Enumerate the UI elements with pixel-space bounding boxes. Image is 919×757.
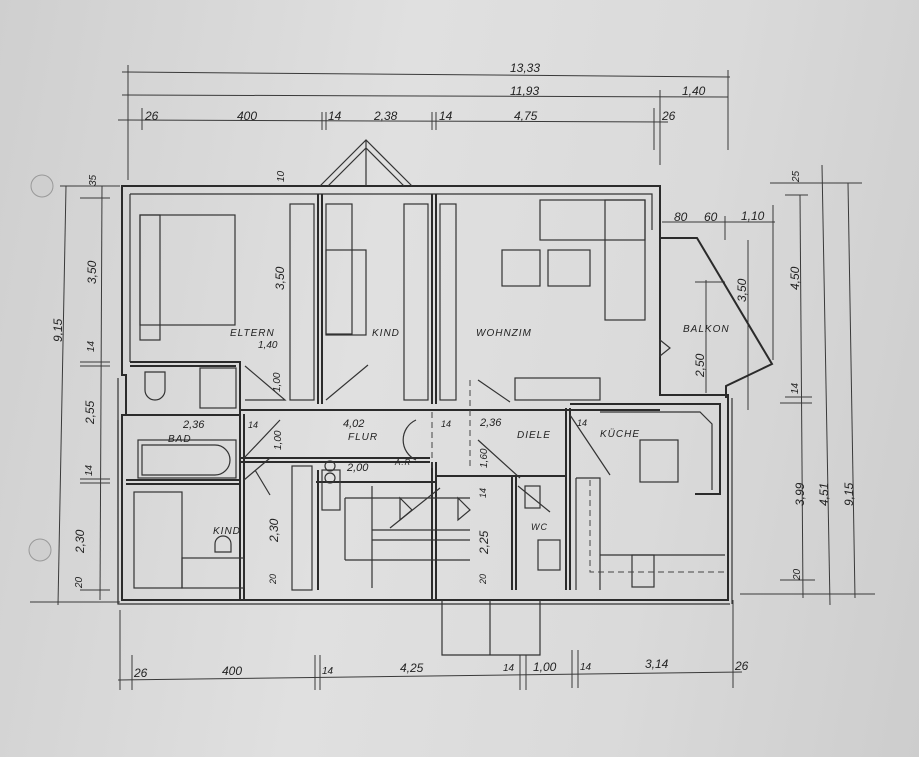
- dim-top-kind-width: 2,38: [373, 109, 398, 123]
- dim-balcony-c: 1,10: [741, 209, 765, 223]
- binder-hole-top: [30, 174, 54, 198]
- dim-top-wall-left: 26: [144, 109, 159, 123]
- dim-top-total-house: 11,93: [510, 84, 539, 98]
- dim-balcony-a: 80: [674, 210, 688, 224]
- dim-right-wall-top: 25: [791, 170, 802, 183]
- dim-right-wohn-depth: 4,50: [788, 266, 802, 290]
- dim-bottom-wc-width: 1,00: [533, 660, 557, 674]
- dim-bottom-wall-right: 26: [734, 659, 749, 673]
- balcony-door-marker: [659, 338, 671, 358]
- dim-left-bad-depth: 2,55: [83, 400, 97, 425]
- room-label-eltern: ELTERN: [230, 328, 275, 339]
- dim-left-eltern-depth: 3,50: [85, 260, 99, 284]
- room-label-flur: FLUR: [348, 432, 378, 443]
- dim-bottom-wall-1: 14: [322, 666, 334, 677]
- room-label-abstellraum: A.R: [394, 458, 411, 467]
- dim-top-window-sill: 10: [276, 170, 287, 182]
- room-label-kind-top: KIND: [372, 328, 400, 339]
- dim-int-ar-length: 2,00: [346, 462, 369, 474]
- dim-balcony-depth: 2,50: [693, 353, 707, 378]
- interior-walls: [126, 194, 721, 600]
- dim-int-wall-a: 14: [248, 420, 258, 430]
- dim-balcony-b: 60: [704, 210, 718, 224]
- right-dimension-lines: [662, 164, 875, 606]
- dim-left-kind-depth: 2,30: [73, 529, 87, 554]
- dim-bottom-wall-2: 14: [503, 663, 515, 674]
- dim-int-wall-c: 14: [577, 418, 587, 428]
- dim-int-diele-depth: 1,60: [479, 448, 490, 468]
- dim-int-flur-width: 1,00: [273, 430, 284, 450]
- room-label-diele: DIELE: [517, 430, 551, 441]
- dim-top-wall-right: 26: [661, 109, 676, 123]
- dim-left-wall-1: 14: [86, 340, 97, 352]
- dim-right-wall-bottom: 20: [792, 568, 803, 581]
- top-dimension-lines: [117, 65, 731, 180]
- dim-balcony-length: 3,50: [735, 278, 749, 302]
- dim-int-closet-depth: 1,00: [272, 372, 283, 392]
- binder-hole-bottom: [28, 538, 52, 562]
- dim-bottom-kueche-width: 3,14: [645, 657, 669, 671]
- dim-top-wall-1: 14: [328, 109, 342, 123]
- room-label-kueche: KÜCHE: [600, 428, 640, 440]
- room-label-bad: BAD: [168, 434, 192, 445]
- dim-int-wall-d: 20: [268, 574, 278, 585]
- dim-bottom-wall-left: 26: [133, 666, 148, 680]
- dim-top-eltern-width: 400: [237, 109, 257, 123]
- balcony-outline: [660, 237, 774, 398]
- dim-right-lower-total: 4,51: [817, 483, 831, 506]
- room-label-wohnzimmer: WOHNZIM: [476, 328, 532, 339]
- dim-top-wall-2: 14: [439, 109, 453, 123]
- dim-left-wall-top: 35: [88, 174, 99, 186]
- room-label-wc: WC: [531, 522, 548, 532]
- door-swings: [243, 364, 611, 513]
- left-dimension-lines: [30, 185, 120, 606]
- dim-right-total: 9,15: [842, 482, 856, 506]
- outer-walls: [117, 185, 733, 605]
- dim-int-kind-closet: 2,30: [267, 518, 281, 543]
- dim-left-wall-bottom: 20: [74, 576, 85, 589]
- bay-window: [319, 139, 413, 187]
- dim-int-kind-depth: 3,50: [273, 266, 287, 290]
- dim-bottom-wall-3: 14: [580, 662, 592, 673]
- dim-top-balcony-depth: 1,40: [682, 84, 706, 98]
- dim-top-wohn-width: 4,75: [514, 109, 538, 123]
- dim-bottom-kind-width: 400: [222, 664, 242, 678]
- dim-right-wall-mid: 14: [790, 382, 801, 394]
- dim-left-wall-2: 14: [84, 464, 95, 476]
- dim-int-stair-depth: 2,25: [477, 530, 491, 555]
- room-label-balkon: BALKON: [683, 324, 730, 335]
- dim-int-flur-length: 4,02: [343, 418, 364, 430]
- dim-int-wall-e: 20: [478, 574, 488, 585]
- dim-bottom-stair-width: 4,25: [400, 661, 424, 675]
- room-label-kind-bottom: KIND: [213, 526, 241, 537]
- dim-int-wall-f: 14: [478, 488, 488, 498]
- dim-top-total-overall: 13,33: [510, 61, 540, 75]
- dim-int-wall-b: 14: [441, 419, 451, 429]
- furniture: [133, 199, 725, 591]
- dim-int-diele-width: 2,36: [479, 417, 502, 429]
- bottom-dimension-lines: [117, 600, 743, 690]
- dim-int-bad-width: 2,36: [182, 419, 205, 431]
- dim-right-kueche-depth: 3,99: [793, 482, 807, 506]
- dim-int-closet-width: 1,40: [258, 340, 278, 351]
- dim-left-total: 9,15: [51, 318, 65, 342]
- entrance-porch: [441, 600, 541, 656]
